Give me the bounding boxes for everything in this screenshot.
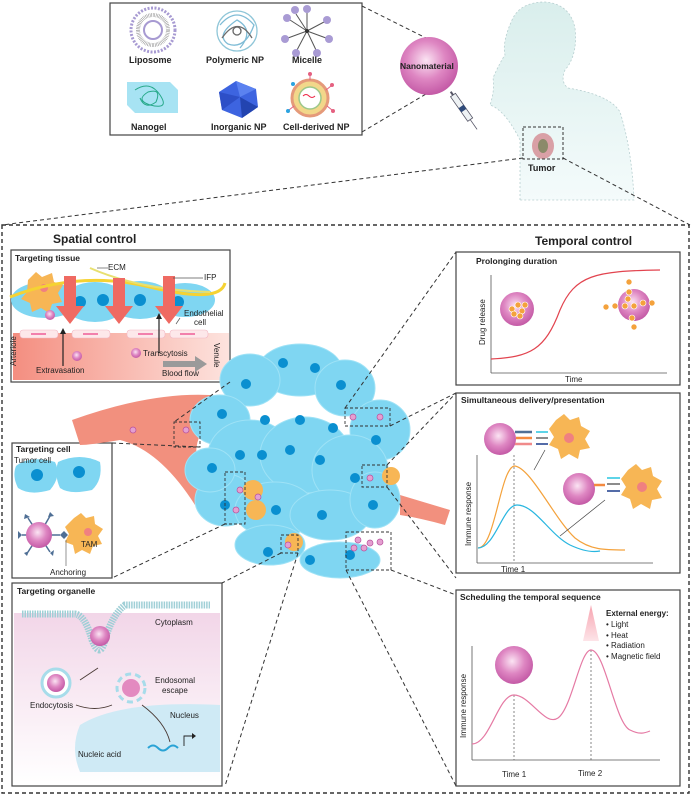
- inorganic-np-icon: [219, 81, 258, 118]
- endothelial-cell-label: cell: [194, 318, 207, 327]
- tumor-cell-label: Tumor cell: [14, 456, 52, 465]
- temporal-control-title: Temporal control: [535, 234, 633, 248]
- extravasation-label: Extravasation: [36, 366, 85, 375]
- blue-response-curve: [477, 504, 601, 553]
- spatial-control-title: Spatial control: [53, 232, 137, 246]
- energy-item-radiation: Radiation: [611, 641, 645, 650]
- targeting-tissue-title: Targeting tissue: [15, 253, 81, 263]
- connector-lines: [1, 5, 691, 226]
- energy-item: • Heat: [606, 630, 628, 640]
- targeting-organelle-title: Targeting organelle: [17, 586, 96, 596]
- endocytosis-label: Endocytosis: [30, 701, 74, 710]
- human-body-silhouette: [489, 1, 635, 201]
- energy-beam-icon: [583, 605, 599, 641]
- simultaneous-xlabel: Time 1: [501, 565, 526, 574]
- tumor-mass: [72, 251, 457, 787]
- prolonging-duration-panel: [455, 251, 681, 386]
- energy-item: • Light: [606, 620, 629, 629]
- simultaneous-title: Simultaneous delivery/presentation: [461, 395, 605, 405]
- syringe-icon: [449, 91, 478, 130]
- energy-item: • Radiation: [606, 641, 645, 650]
- drug-release-curve: [490, 269, 661, 360]
- energy-item-magnetic-field: Magnetic field: [611, 651, 661, 661]
- nanogel-icon: [127, 82, 178, 113]
- scheduling-chart: [471, 605, 660, 761]
- nanoparticle-label-micelle: Micelle: [292, 55, 323, 65]
- cell-derived-np-icon: [286, 72, 335, 118]
- prolonging-ylabel: Drug release: [478, 299, 487, 345]
- external-energy-list: • Light • Heat • Radiation • Magnetic fi…: [606, 620, 660, 662]
- escape-label: escape: [162, 686, 188, 695]
- nanoparticle-label-polymeric: Polymeric NP: [206, 55, 265, 65]
- nanomaterial-label: Nanomaterial: [400, 61, 454, 71]
- ifp-label: IFP: [204, 273, 217, 282]
- immune-response-curve: [471, 649, 651, 745]
- targeting-cell-title: Targeting cell: [16, 444, 71, 454]
- arteriole-label: Arteriole: [9, 336, 18, 366]
- ecm-label: ECM: [108, 263, 126, 272]
- cytoplasm-label: Cytoplasm: [155, 618, 193, 627]
- micelle-icon: [281, 5, 333, 57]
- scheduling-time2-label: Time 2: [578, 769, 603, 778]
- blood-flow-label: Blood flow: [162, 369, 199, 378]
- cell-illustration: [14, 457, 103, 566]
- nanoparticle-label-liposome: Liposome: [129, 55, 172, 65]
- tissue-illustration: [9, 267, 229, 380]
- external-energy-title: External energy:: [606, 609, 669, 618]
- tumor-label: Tumor: [528, 163, 556, 173]
- tam-label: TAM: [81, 540, 98, 549]
- venule-label: Venule: [212, 343, 221, 368]
- nanoparticle-label-inorganic: Inorganic NP: [211, 122, 267, 132]
- nanomaterial-sphere: [400, 37, 458, 95]
- main-detail-frame: [1, 224, 690, 794]
- endothelial-label: Endothelial: [184, 309, 224, 318]
- organelle-illustration: [14, 601, 220, 783]
- simultaneous-ylabel: Immune response: [464, 481, 473, 546]
- liposome-icon: [129, 6, 177, 54]
- scheduling-panel: [455, 589, 681, 787]
- energy-item-heat: Heat: [611, 630, 628, 640]
- anchoring-label: Anchoring: [50, 568, 87, 577]
- endosomal-label: Endosomal: [155, 676, 196, 685]
- nanoparticle-label-cell-derived: Cell-derived NP: [283, 122, 350, 132]
- orange-response-curve: [477, 465, 626, 551]
- simultaneous-chart: [476, 414, 662, 564]
- scheduling-ylabel: Immune response: [459, 673, 468, 738]
- tumor-icon: [522, 126, 564, 160]
- nanoparticle-label-nanogel: Nanogel: [131, 122, 167, 132]
- prolonging-duration-title: Prolonging duration: [476, 256, 558, 266]
- nucleic-acid-label: Nucleic acid: [78, 750, 122, 759]
- scheduling-title: Scheduling the temporal sequence: [460, 592, 601, 602]
- energy-item-light: Light: [611, 620, 629, 629]
- nucleus-label: Nucleus: [170, 711, 199, 720]
- prolonging-xlabel: Time: [565, 375, 583, 384]
- prolonging-chart: [490, 269, 667, 374]
- energy-item: • Magnetic field: [606, 651, 661, 661]
- scheduling-time1-label: Time 1: [502, 770, 527, 779]
- transcytosis-label: Transcytosis: [143, 349, 188, 358]
- polymeric-np-icon: [216, 10, 258, 52]
